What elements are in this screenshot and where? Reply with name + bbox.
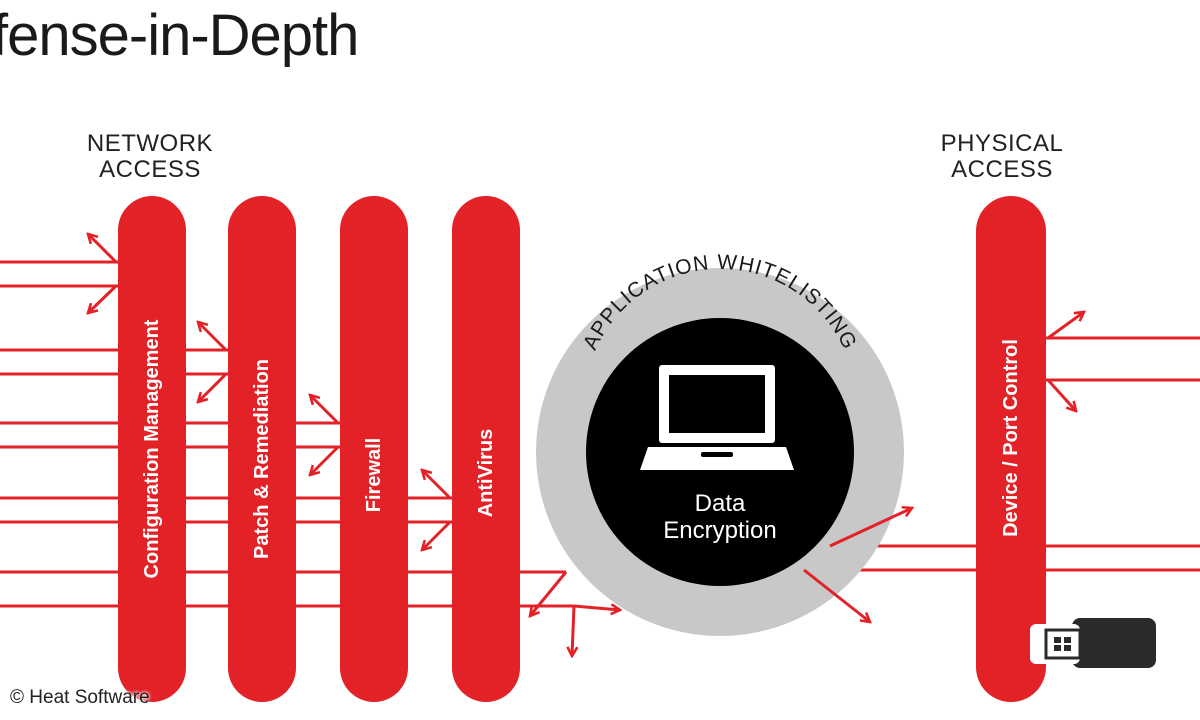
deflection-arrow — [803, 568, 870, 622]
layer-device-port-control: Device / Port Control — [976, 196, 1046, 702]
deflection-arrow — [88, 234, 118, 264]
layer-patch-remediation: Patch & Remediation — [228, 196, 296, 702]
deflection-arrow — [573, 606, 620, 610]
deflection-arrow — [572, 605, 574, 656]
deflection-arrow — [422, 520, 452, 550]
page-title: fense-in-Depth — [0, 3, 359, 68]
deflection-arrows — [88, 234, 1084, 656]
layer-label: Firewall — [363, 438, 385, 512]
deflection-arrow — [829, 508, 912, 548]
deflection-arrow — [310, 395, 340, 425]
layer-label: Configuration Management — [141, 319, 163, 578]
deflection-arrow — [530, 571, 568, 616]
network-access-label: NETWORK ACCESS — [60, 131, 240, 183]
deflection-arrow — [198, 322, 228, 352]
layer-configuration-management: Configuration Management — [118, 196, 186, 702]
layer-antivirus: AntiVirus — [452, 196, 520, 702]
deflection-arrow — [1046, 378, 1076, 411]
deflection-arrow — [88, 284, 118, 313]
deflection-arrow — [1047, 312, 1084, 340]
deflection-arrow — [422, 470, 452, 500]
laptop-icon — [640, 365, 794, 470]
usb-stick-icon — [1030, 618, 1156, 668]
layer-label: Patch & Remediation — [251, 359, 273, 559]
data-encryption-core: Data Encryption — [586, 318, 854, 586]
core-label-line2: Encryption — [663, 517, 776, 544]
network-access-label-line2: ACCESS — [99, 156, 201, 183]
physical-access-label: PHYSICAL ACCESS — [912, 131, 1092, 183]
deflection-arrow — [198, 372, 228, 402]
deflection-arrow — [310, 445, 340, 475]
network-access-label-line1: NETWORK — [86, 130, 214, 157]
layer-firewall: Firewall — [340, 196, 408, 702]
physical-access-label-line2: ACCESS — [951, 156, 1053, 183]
image-credit: © Heat Software — [10, 687, 150, 708]
physical-access-label-line1: PHYSICAL — [940, 130, 1064, 157]
layer-label: AntiVirus — [475, 429, 497, 518]
layer-label: Device / Port Control — [1000, 339, 1022, 537]
core-label-line1: Data — [695, 490, 746, 517]
